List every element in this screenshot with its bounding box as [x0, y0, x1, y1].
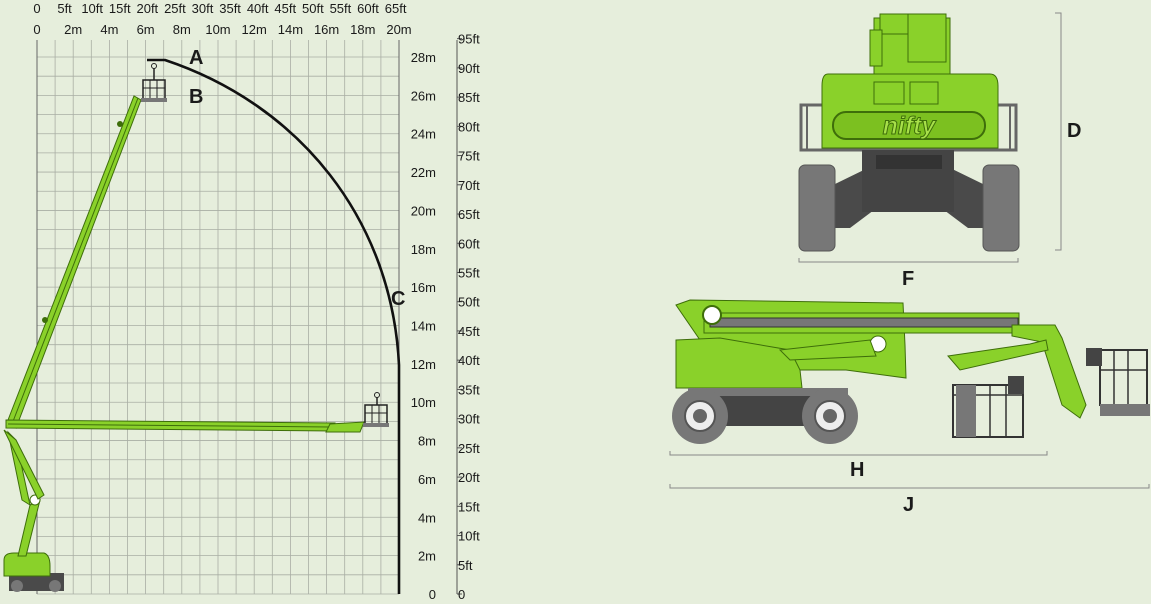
platform-basket-outreach — [363, 392, 389, 427]
lift-side-profile — [3, 63, 389, 592]
tick-label-right-m: 26m — [411, 88, 436, 103]
label-b-max-platform-height: B — [189, 86, 203, 108]
dimension-j-overall-length: J — [669, 484, 1150, 516]
tick-label-right-ft: 10ft — [458, 529, 480, 544]
tick-label-top-ft: 20ft — [136, 1, 158, 16]
tick-label-right-ft: 55ft — [458, 265, 480, 280]
tick-label-right-ft: 45ft — [458, 324, 480, 339]
tick-label-top-m: 20m — [386, 22, 411, 37]
platform-basket-side-stowed — [1086, 348, 1150, 416]
top-axis-meters: 0 2m 4m 6m 8m 10m 12m 14m 16m 18m 20m — [33, 22, 411, 37]
platform-basket-rotated-outline — [952, 376, 1024, 438]
working-envelope-curve — [147, 58, 401, 594]
tick-label-right-ft: 15ft — [458, 499, 480, 514]
tick-label-right-m: 6m — [418, 472, 436, 487]
lift-side-view-stowed — [672, 299, 1150, 444]
tick-label-top-m: 4m — [100, 22, 118, 37]
tick-label-top-ft: 55ft — [330, 1, 352, 16]
tick-label-top-ft: 50ft — [302, 1, 324, 16]
tick-label-right-ft: 5ft — [458, 558, 473, 573]
tick-label-right-m: 8m — [418, 434, 436, 449]
range-chart-grid — [36, 40, 400, 595]
tick-label-right-m: 10m — [411, 395, 436, 410]
dimension-f-overall-width: F — [798, 258, 1019, 290]
nifty-logo: nifty — [882, 112, 937, 141]
tick-label-right-ft: 90ft — [458, 61, 480, 76]
tick-label-top-ft: 40ft — [247, 1, 269, 16]
tick-label-right-ft: 50ft — [458, 295, 480, 310]
tick-label-right-m: 24m — [411, 127, 436, 142]
tick-label-right-ft: 35ft — [458, 382, 480, 397]
tick-label-top-ft: 60ft — [357, 1, 379, 16]
tick-label-right-m: 14m — [411, 319, 436, 334]
tick-label-top-m: 14m — [278, 22, 303, 37]
tick-label-top-ft: 0 — [33, 1, 40, 16]
tick-label-right-m: 20m — [411, 203, 436, 218]
tick-label-top-ft: 30ft — [192, 1, 214, 16]
tick-label-top-ft: 65ft — [385, 1, 407, 16]
svg-text:F: F — [902, 268, 914, 290]
tick-label-top-m: 12m — [242, 22, 267, 37]
tick-label-right-m: 18m — [411, 242, 436, 257]
platform-basket-raised — [141, 63, 167, 102]
dimension-h-stowed-length: H — [669, 451, 1048, 481]
dimension-d-stowed-height: D — [1055, 12, 1081, 251]
tick-label-top-m: 16m — [314, 22, 339, 37]
tick-label-top-ft: 10ft — [81, 1, 103, 16]
tick-label-right-ft: 25ft — [458, 441, 480, 456]
tick-label-right-m: 2m — [418, 549, 436, 564]
tick-label-top-m: 8m — [173, 22, 191, 37]
tick-label-right-ft: 20ft — [458, 470, 480, 485]
tick-label-right-m: 28m — [411, 50, 436, 65]
tick-label-right-ft: 65ft — [458, 207, 480, 222]
right-axis-meters: 0 2m 4m 6m 8m 10m 12m 14m 16m 18m 20m 22m 24m 26m 28m — [411, 50, 436, 602]
tick-label-right-ft: 70ft — [458, 178, 480, 193]
tick-label-top-ft: 35ft — [219, 1, 241, 16]
tick-label-top-m: 18m — [350, 22, 375, 37]
tick-label-right-ft: 80ft — [458, 119, 480, 134]
tick-label-top-m: 0 — [33, 22, 40, 37]
tick-label-right-ft: 0 — [458, 587, 465, 602]
tick-label-right-ft: 30ft — [458, 412, 480, 427]
svg-text:D: D — [1067, 120, 1081, 142]
svg-text:J: J — [903, 494, 914, 516]
tick-label-right-m: 22m — [411, 165, 436, 180]
lift-front-view: nifty — [798, 13, 1020, 252]
right-axis-feet: 0 5ft 10ft 15ft 20ft 25ft 30ft 35ft 40ft 45ft 50ft… — [456, 32, 480, 602]
tick-label-top-ft: 25ft — [164, 1, 186, 16]
label-a-max-working-height: A — [189, 47, 203, 69]
tick-label-top-ft: 45ft — [274, 1, 296, 16]
tick-label-right-ft: 85ft — [458, 90, 480, 105]
tick-label-top-ft: 5ft — [57, 1, 72, 16]
tick-label-top-m: 10m — [205, 22, 230, 37]
tick-label-right-ft: 40ft — [458, 353, 480, 368]
tick-label-right-ft: 95ft — [458, 32, 480, 47]
label-c-max-outreach: C — [391, 288, 405, 310]
tick-label-right-m: 0 — [429, 587, 436, 602]
tick-label-top-ft: 15ft — [109, 1, 131, 16]
tick-label-right-m: 16m — [411, 280, 436, 295]
svg-text:H: H — [850, 459, 864, 481]
tick-label-right-m: 12m — [411, 357, 436, 372]
tick-label-right-ft: 60ft — [458, 236, 480, 251]
tick-label-top-m: 6m — [137, 22, 155, 37]
tick-label-top-m: 2m — [64, 22, 82, 37]
top-axis-feet: 0 5ft 10ft 15ft 20ft 25ft 30ft 35ft 40ft 45ft 50ft… — [33, 1, 406, 16]
tick-label-right-ft: 75ft — [458, 149, 480, 164]
tick-label-right-m: 4m — [418, 510, 436, 525]
svg-text:nifty: nifty — [883, 112, 937, 140]
